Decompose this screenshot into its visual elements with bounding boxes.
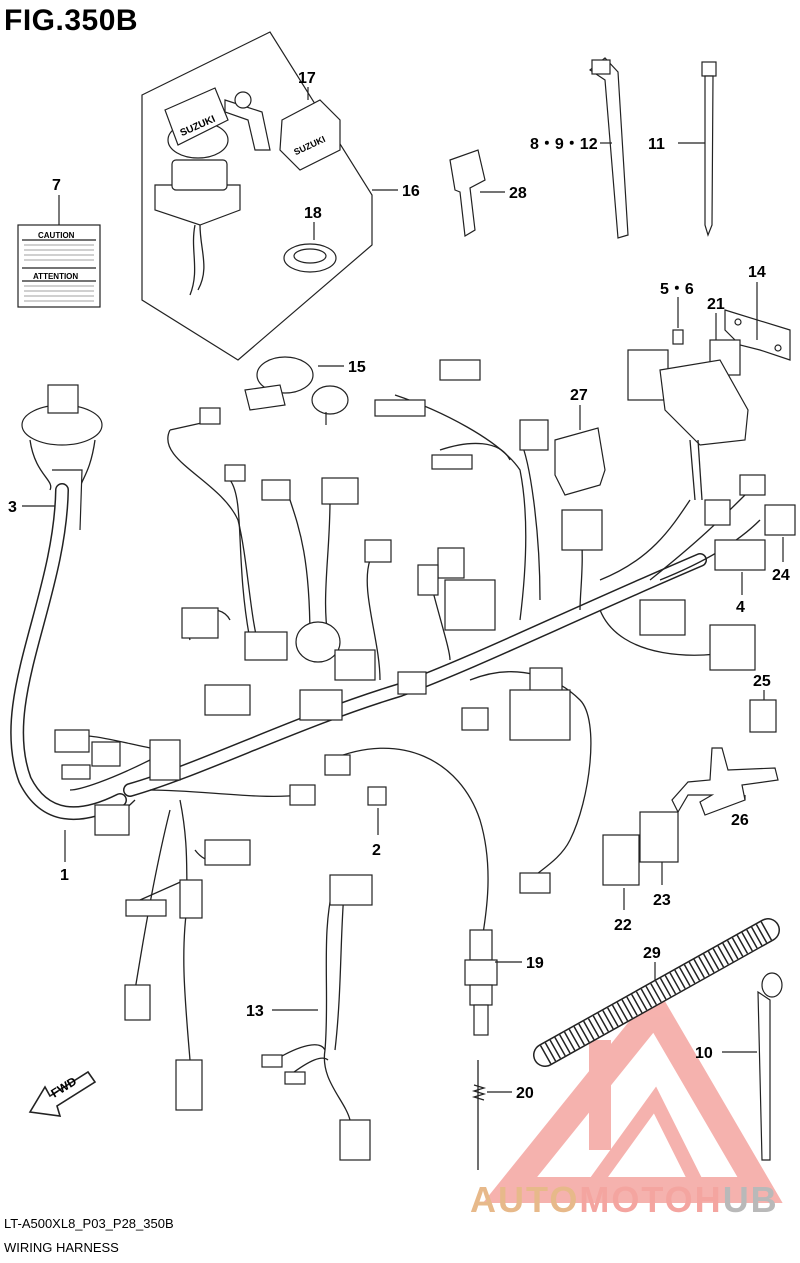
- part-3-cable-harness: [10, 384, 127, 821]
- callout-29: 29: [643, 945, 661, 962]
- part-24-connector: [764, 504, 796, 536]
- part-13-sub-harness: [261, 874, 373, 1161]
- figure-name: WIRING HARNESS: [4, 1240, 119, 1255]
- callout-23: 23: [653, 892, 671, 909]
- part-22-connector-cover: [602, 834, 640, 886]
- callout-21: 21: [707, 296, 725, 313]
- watermark-text: AUTOMOTOHUB: [470, 1179, 779, 1220]
- callout-2: 2: [372, 842, 381, 859]
- fuse-box: [627, 349, 749, 501]
- part-11-cable-tie: [701, 61, 717, 237]
- callout-4: 4: [736, 599, 745, 616]
- part-16-ignition-switch-box: SUZUKI: [141, 31, 373, 361]
- part-25-connector: [749, 699, 777, 733]
- part-27-module: [554, 405, 606, 496]
- part-29-corrugated-tube: [533, 918, 780, 1067]
- caution-text: CAUTION: [38, 231, 75, 240]
- part-18-nut-ring: [283, 243, 337, 273]
- part-17-key-cover: SUZUKI: [279, 99, 341, 171]
- callout-13: 13: [246, 1003, 264, 1020]
- callout-5-6: 5・6: [660, 281, 694, 298]
- part-8-9-12-cable-tie: [588, 57, 629, 239]
- part-10-clamp-tie: [757, 972, 783, 1161]
- callout-16: 16: [402, 183, 420, 200]
- part-19-oxygen-sensor: [464, 929, 498, 1036]
- part-23-connector-cover: [639, 811, 679, 863]
- callout-26: 26: [731, 812, 749, 829]
- callout-8-9-12: 8・9・12: [530, 136, 598, 153]
- part-5-6-fuse: [672, 329, 684, 345]
- callout-25: 25: [753, 673, 771, 690]
- part-15-power-socket: [244, 356, 349, 425]
- callout-3: 3: [8, 499, 17, 516]
- attention-text: ATTENTION: [33, 272, 78, 281]
- part-28-key-blank: [449, 149, 486, 237]
- callout-11: 11: [648, 136, 665, 153]
- callout-1: 1: [60, 867, 69, 884]
- part-1-main-harness: [54, 359, 766, 1111]
- part-20-spring-clip: [471, 1060, 487, 1170]
- callout-14: 14: [748, 264, 766, 281]
- callout-20: 20: [516, 1085, 534, 1102]
- callout-22: 22: [614, 917, 632, 934]
- callout-24: 24: [772, 567, 790, 584]
- callout-18: 18: [304, 205, 322, 222]
- callout-17: 17: [298, 70, 316, 87]
- callout-7: 7: [52, 177, 61, 194]
- figure-code: LT-A500XL8_P03_P28_350B: [4, 1216, 174, 1231]
- watermark-logo: [482, 987, 783, 1203]
- part-7-caution-label: CAUTION ATTENTION: [17, 224, 101, 308]
- callout-27: 27: [570, 387, 588, 404]
- callout-19: 19: [526, 955, 544, 972]
- callout-10: 10: [695, 1045, 713, 1062]
- part-2-cap: [367, 786, 387, 806]
- callout-28: 28: [509, 185, 527, 202]
- figure-title: FIG.350B: [4, 4, 138, 37]
- fwd-arrow-icon: FWD: [28, 1070, 97, 1117]
- callout-15: 15: [348, 359, 366, 376]
- part-26-bracket-plate: [671, 747, 779, 816]
